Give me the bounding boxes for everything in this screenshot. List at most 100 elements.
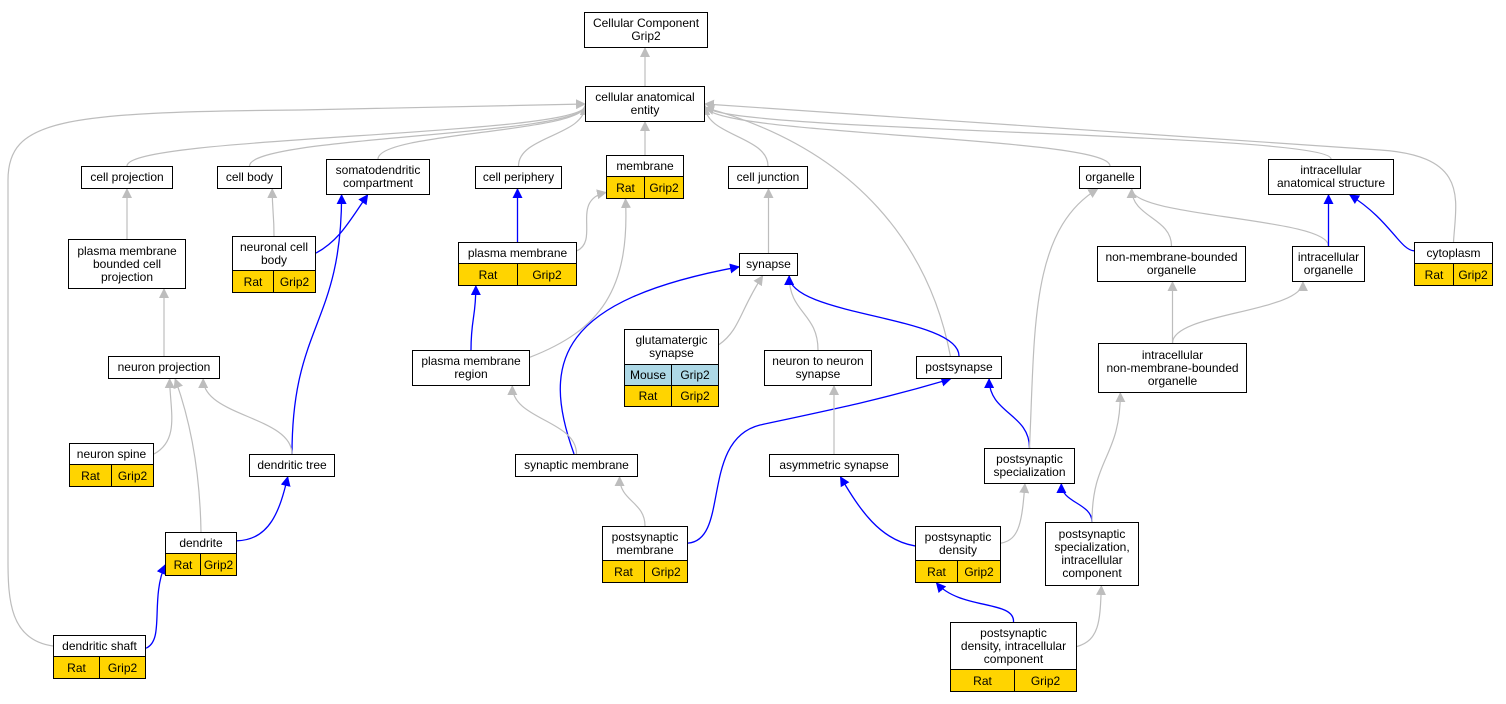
edge-is-a-cellbody-to-cae	[248, 104, 590, 167]
node-label: somatodendritic compartment	[335, 163, 421, 190]
edge-is-a-dendrite-to-neuronproj	[173, 378, 202, 533]
edge-is-a-synmem-to-pmregion	[507, 385, 578, 455]
node-label: postsynaptic density	[924, 529, 992, 557]
node-pmregion[interactable]: plasma membrane region	[412, 350, 530, 386]
edge-part-of-psd-to-asym	[839, 476, 916, 547]
edge-is-a-cellproj-to-cae	[126, 104, 590, 167]
node-label: asymmetric synapse	[779, 458, 889, 472]
species-tag: Mouse	[625, 365, 672, 385]
node-label: neuron spine	[76, 446, 147, 461]
edge-is-a-cytoplasm-to-cae	[704, 99, 1457, 243]
node-label: dendritic tree	[257, 458, 327, 472]
edge-is-a-pssic-to-inmbo	[1091, 392, 1126, 523]
edge-part-of-dendtree-to-somato	[291, 194, 347, 455]
species-tag: Rat	[233, 271, 274, 292]
node-periph[interactable]: cell periphery	[475, 166, 562, 189]
edge-is-a-psm-to-synmem	[614, 476, 646, 527]
gene-tag: Grip2	[958, 561, 1000, 582]
edge-is-a-periph-to-cae	[517, 104, 590, 167]
edge-is-a-psdic-to-pssic	[1076, 585, 1107, 648]
node-label: glutamatergic synapse	[635, 333, 708, 360]
node-pssic[interactable]: postsynaptic specialization, intracellul…	[1045, 522, 1139, 586]
node-label: postsynaptic density, intracellular comp…	[960, 625, 1067, 666]
edge-part-of-pss-to-postsyn	[984, 378, 1031, 449]
node-label: plasma membrane	[467, 245, 568, 260]
edge-is-a-shaft-to-cae	[7, 99, 586, 647]
node-label: intracellular organelle	[1297, 250, 1360, 277]
node-label: non-membrane-bounded organelle	[1105, 250, 1238, 277]
node-inmbo[interactable]: intracellular non-membrane-bounded organ…	[1098, 343, 1247, 393]
node-organelle[interactable]: organelle	[1079, 166, 1141, 189]
edge-is-a-pmregion-to-membrane	[529, 198, 631, 358]
gene-tag: Grip2	[645, 177, 683, 198]
node-label: membrane	[616, 158, 674, 173]
edge-part-of-synmem-to-synapse	[559, 263, 740, 455]
node-nmbo[interactable]: non-membrane-bounded organelle	[1097, 246, 1246, 282]
node-postsyn[interactable]: postsynapse	[916, 356, 1002, 379]
node-label: dendrite	[179, 535, 223, 550]
node-asym[interactable]: asymmetric synapse	[769, 454, 899, 477]
node-cellbody[interactable]: cell body	[217, 166, 282, 189]
node-label: synaptic membrane	[524, 458, 629, 472]
species-tag: Rat	[1415, 264, 1454, 285]
node-label: postsynaptic specialization	[993, 452, 1066, 479]
edge-is-a-dendtree-to-neuronproj	[198, 378, 293, 455]
node-label: cell periphery	[482, 170, 555, 184]
node-pmbcp[interactable]: plasma membrane bounded cell projection	[68, 239, 186, 289]
node-label: neuronal cell body	[239, 239, 309, 267]
node-psdic[interactable]: postsynaptic density, intracellular comp…	[950, 622, 1077, 692]
node-neuronproj[interactable]: neuron projection	[108, 356, 220, 379]
edge-part-of-ncbody-to-somato	[315, 194, 369, 254]
edge-is-a-ncbody-to-cellbody	[267, 188, 278, 237]
node-label: organelle	[1085, 170, 1135, 184]
node-somato[interactable]: somatodendritic compartment	[326, 159, 430, 195]
node-synapse[interactable]: synapse	[739, 253, 798, 276]
node-root[interactable]: Cellular Component Grip2	[584, 12, 708, 48]
node-label: cellular anatomical entity	[595, 90, 695, 117]
node-synmem[interactable]: synaptic membrane	[515, 454, 638, 477]
node-pss[interactable]: postsynaptic specialization	[984, 448, 1075, 484]
gene-tag: Grip2	[112, 465, 153, 486]
node-label: Cellular Component Grip2	[592, 16, 700, 43]
edge-part-of-psdic-to-psd	[935, 582, 1015, 623]
gene-tag: Grip2	[645, 561, 687, 582]
node-label: cytoplasm	[1426, 245, 1481, 260]
node-intraanat[interactable]: intracellular anatomical structure	[1268, 159, 1394, 195]
node-cellproj[interactable]: cell projection	[81, 166, 173, 189]
edge-is-a-postsyn-to-cae	[704, 105, 951, 357]
species-tag: Rat	[603, 561, 645, 582]
node-label: dendritic shaft	[62, 638, 137, 653]
gene-tag: Grip2	[518, 264, 576, 285]
node-intraorg[interactable]: intracellular organelle	[1292, 246, 1365, 282]
species-tag: Rat	[625, 386, 672, 406]
edge-part-of-postsyn-to-synapse	[784, 275, 960, 357]
node-n2n[interactable]: neuron to neuron synapse	[764, 350, 872, 386]
node-cae[interactable]: cellular anatomical entity	[585, 86, 705, 122]
edge-is-a-spine-to-neuronproj	[153, 378, 175, 455]
node-dendtree[interactable]: dendritic tree	[249, 454, 335, 477]
gene-tag: Grip2	[1015, 670, 1076, 691]
edge-is-a-n2n-to-synapse	[784, 275, 819, 351]
node-celljunc[interactable]: cell junction	[728, 166, 808, 189]
edge-part-of-pssic-to-pss	[1056, 483, 1093, 523]
edge-is-a-intraorg-to-organelle	[1126, 188, 1330, 247]
node-label: cell body	[225, 170, 274, 184]
